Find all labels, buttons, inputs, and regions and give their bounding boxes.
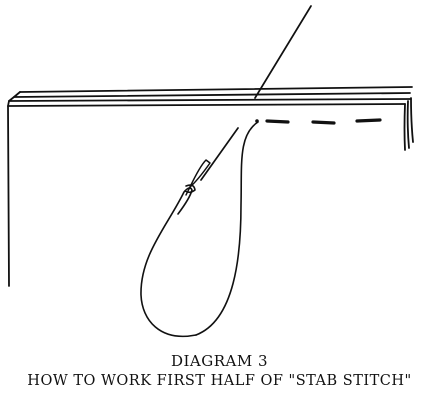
fabric-layer-3: [8, 96, 412, 102]
diagram-number-caption: DIAGRAM 3: [170, 352, 269, 370]
fabric-right-edge-1: [403, 103, 406, 151]
thread-loop: [140, 187, 197, 338]
fabric-front-face: [7, 100, 406, 107]
diagram-title-caption: HOW TO WORK FIRST HALF OF "STAB STITCH": [27, 373, 412, 389]
needle: [185, 5, 312, 196]
fabric-layers: [7, 86, 414, 287]
needle-shaft-above: [254, 5, 312, 99]
running-stitches: [265, 118, 382, 125]
needle-eye: [189, 159, 211, 188]
stab-stitch-illustration: [7, 5, 414, 338]
stitch-dash-3: [355, 118, 382, 123]
thread-knot: [184, 184, 196, 194]
stitch-dash-1: [265, 119, 290, 124]
needle-shaft-below: [200, 127, 239, 181]
stitch-dash-2: [311, 120, 336, 125]
fabric-right-edge-2: [406, 100, 410, 149]
thread-to-fabric: [195, 121, 259, 336]
fabric-top-layer: [19, 86, 413, 93]
fabric-right-edge-3: [410, 97, 414, 143]
fabric-left-edge: [7, 105, 10, 287]
fabric-layer-2: [13, 91, 411, 98]
thread: [140, 121, 259, 338]
